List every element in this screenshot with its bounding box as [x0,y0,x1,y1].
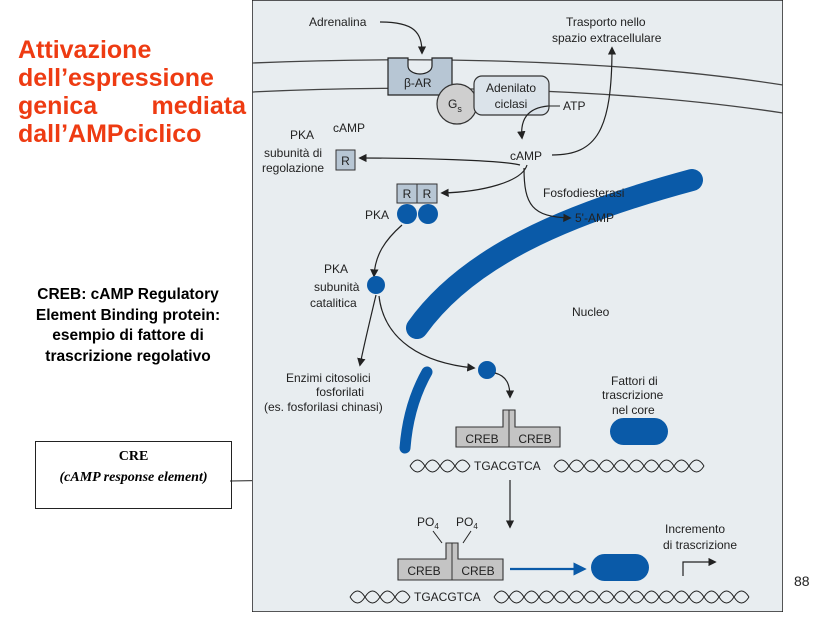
pka-to-creb-arrow [494,372,515,399]
po4-left-bond [432,530,443,544]
enzimi-line-2: fosforilati [316,385,364,399]
camp-to-regulatory-arrow [358,153,521,166]
pka-r-right-label: R [423,187,432,201]
adrenalina-label: Adrenalina [309,15,367,29]
incremento-line-1: Incremento [665,522,725,536]
pka-catalytic-in-nucleus [478,361,496,379]
pka-label: PKA [365,208,389,222]
tgacgtca-bottom: TGACGTCA [414,590,481,604]
creb-dimer-top [455,409,561,448]
cre-callout-box: CRE (cAMP response element) [35,441,232,509]
trasporto-line-2: spazio extracellulare [552,31,662,45]
pka-reg-line-1: PKA [290,128,314,142]
regulatory-subunit-r-label: R [341,154,350,168]
trasporto-line-1: Trasporto nello [566,15,646,29]
pka-reg-camp: cAMP [333,121,365,135]
adrenalina-arrow [379,21,427,55]
phosphodiesterase-arrow [523,167,572,223]
title-line-3: genica mediata [18,92,246,120]
po4-left-label: PO4 [417,515,439,531]
pka-catalytic-subunit [367,276,385,294]
beta-ar-receptor [387,57,453,96]
adenilato-line-1: Adenilato [486,81,536,95]
atp-label: ATP [563,99,585,113]
pka-r-left-label: R [403,187,412,201]
pka-cat-line-1: PKA [324,262,348,276]
creb-desc-line-3: esempio di fattore di [52,327,204,344]
enzimi-line-3: (es. fosforilasi chinasi) [264,400,383,414]
to-cytosolic-enzymes-arrow [357,294,377,367]
to-nucleus-arrow [378,295,476,372]
po4-left-main: PO [417,515,434,529]
dna-bottom-left-wave-b [349,590,411,604]
fattori-line-2: trascrizione [602,388,664,402]
nuclear-envelope-upper [406,169,703,339]
gs-label-main: G [448,97,457,111]
creb-desc-line-4: trascrizione regolativo [45,347,211,365]
beta-ar-label: β-AR [404,76,432,90]
creb-bottom-left-label: CREB [407,564,440,578]
title-word-mediata: mediata [151,92,246,120]
five-amp-label: 5'-AMP [575,211,614,225]
creb-dimer-phosphorylated [397,542,504,581]
po4-left-sub: 4 [434,522,439,531]
creb-desc-line-2: Element Binding protein: [35,306,221,324]
gs-label-sub: s [457,104,462,114]
adenilato-ciclasi-box [473,75,550,116]
creb-desc-line-1: CREB: cAMP Regulatory [37,286,219,303]
dna-bottom-right-wave-a [493,590,750,604]
fosfodiesterasi-label: Fosfodiesterasi [543,186,624,200]
camp-label: cAMP [510,149,542,163]
incremento-line-2: di trascrizione [663,538,737,552]
title-line-4: dall’AMPciclico [18,120,202,148]
core-transcription-factor [610,418,668,445]
pka-catalytic-right [418,204,438,224]
dna-top-left-wave-b [409,459,471,473]
po4-right-label: PO4 [456,515,478,531]
transcription-start-arrow [682,557,717,576]
membrane-outer [252,59,783,86]
pka-dissociation-arrow [370,224,403,278]
po4-right-sub: 4 [473,522,478,531]
pka-reg-line-3: regolazione [262,161,324,175]
gs-label: Gs [448,97,462,114]
enzimi-line-1: Enzimi citosolici [286,371,371,385]
page-number: 88 [794,573,810,589]
title-line-1: Attivazione [18,36,152,64]
recruited-transcription-factor [591,554,649,581]
creb-top-left-label: CREB [465,432,498,446]
dna-strand-bottom [349,590,750,604]
pka-reg-line-2: subunità di [264,146,322,160]
slide-title: Attivazione dell’espressione genica medi… [18,36,246,148]
transport-arrow [551,46,617,156]
cre-title: CRE [118,449,149,464]
dna-top-right-wave-b [553,459,705,473]
camp-pathway-figure: Adrenalina β-AR Gs Adenilato ciclasi ATP… [252,0,783,612]
nucleo-label: Nucleo [572,305,610,319]
tgacgtca-top: TGACGTCA [474,459,541,473]
po4-right-bond [462,530,472,544]
dna-strand-top [409,459,705,473]
title-line-2: dell’espressione [18,64,214,92]
adenilato-line-2: ciclasi [495,97,528,111]
nuclear-envelope-lower [399,366,433,454]
fattori-line-1: Fattori di [611,374,658,388]
creb-bottom-right-label: CREB [461,564,494,578]
cre-subtitle: (cAMP response element) [59,470,208,485]
title-word-genica: genica [18,92,98,120]
pka-cat-line-2: subunità [314,280,360,294]
creb-top-right-label: CREB [518,432,551,446]
fattori-line-3: nel core [612,403,655,417]
po4-right-main: PO [456,515,473,529]
creb-description: CREB: cAMP Regulatory Element Binding pr… [12,285,244,367]
dna-bottom-right-wave-b [493,590,750,604]
pka-cat-line-3: catalitica [310,296,357,310]
pka-catalytic-left [397,204,417,224]
regulatory-subunit-r [335,149,356,171]
atp-to-camp-arrow [517,105,549,140]
